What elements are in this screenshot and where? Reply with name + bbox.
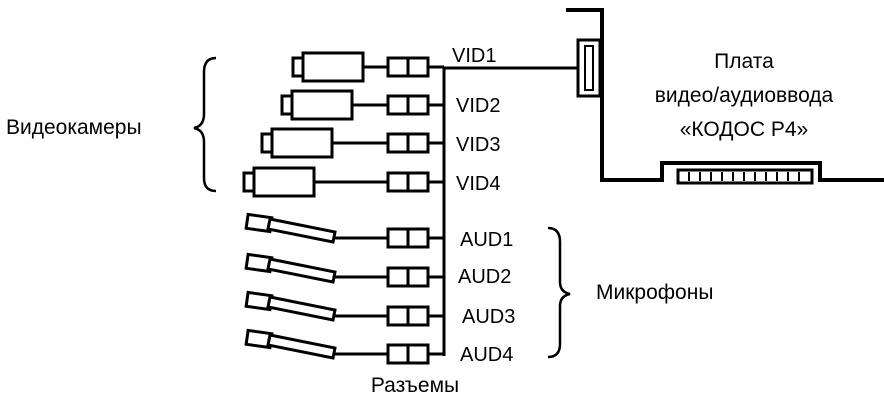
video-connector-2 [386, 94, 444, 116]
port-label-aud3: AUD3 [462, 306, 515, 328]
card-title-line3: «КОДОС P4» [680, 118, 808, 141]
port-label-vid3: VID3 [456, 134, 500, 156]
microphone-4 [244, 328, 388, 360]
video-camera-4 [242, 166, 388, 198]
audio-connector-4 [386, 343, 444, 365]
video-camera-1 [291, 51, 388, 83]
port-label-vid1: VID1 [452, 45, 496, 67]
connectors-label: Разъемы [371, 374, 459, 397]
capture-card: Плата видео/аудиоввода «КОДОС P4» [566, 8, 884, 185]
microphone-2 [244, 252, 388, 284]
cameras-group-label: Видеокамеры [6, 116, 142, 139]
audio-connector-3 [386, 305, 444, 327]
card-title-line1: Плата [714, 50, 774, 73]
microphones-brace [547, 226, 571, 359]
port-label-vid2: VID2 [456, 95, 500, 117]
port-label-vid4: VID4 [456, 173, 500, 195]
video-connector-1 [386, 56, 444, 78]
video-connector-3 [386, 132, 444, 154]
audio-connector-1 [386, 227, 444, 249]
microphone-3 [244, 290, 388, 322]
video-camera-2 [280, 89, 388, 121]
video-connector-4 [386, 171, 444, 193]
card-title-line2: видео/аудиоввода [655, 84, 834, 107]
port-label-aud2: AUD2 [458, 266, 511, 288]
port-label-aud4: AUD4 [460, 344, 513, 366]
audio-connector-2 [386, 266, 444, 288]
cameras-brace [193, 56, 217, 193]
port-label-aud1: AUD1 [460, 229, 513, 251]
microphone-1 [244, 212, 388, 244]
video-camera-3 [260, 127, 388, 159]
cable-bus [442, 66, 578, 356]
microphones-group-label: Микрофоны [596, 281, 713, 304]
